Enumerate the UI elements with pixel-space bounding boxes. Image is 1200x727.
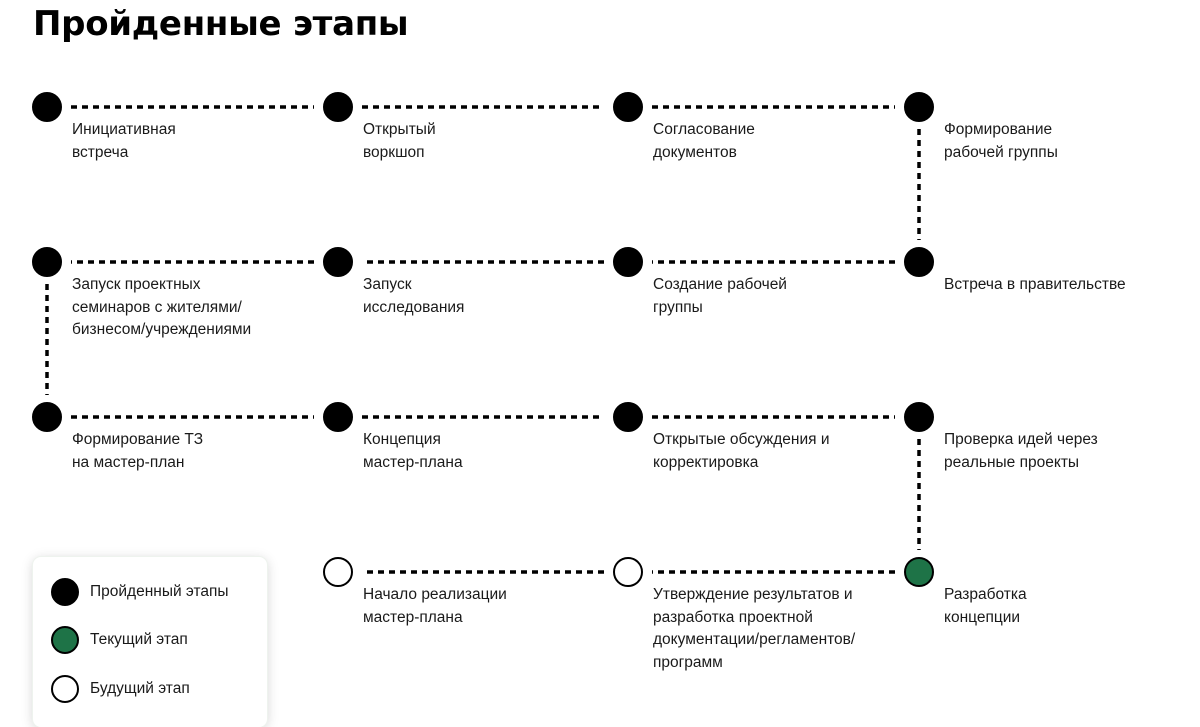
stage-node-done (323, 247, 353, 277)
stage-node-done (323, 92, 353, 122)
stage-label: Начало реализации мастер-плана (363, 586, 507, 626)
stage-label: Открытые обсуждения и корректировка (653, 431, 830, 471)
stage-node-done (904, 402, 934, 432)
legend: Пройденный этапы Текущий этап Будущий эт… (33, 557, 267, 727)
stage-node-done (904, 92, 934, 122)
stage-node-done (613, 92, 643, 122)
page-title: Пройденные этапы (33, 4, 409, 44)
legend-done-label: Пройденный этапы (90, 583, 229, 600)
stage-node-future (323, 557, 353, 587)
legend-current-marker (51, 626, 79, 654)
legend-future-marker (51, 675, 79, 703)
stage-node-done (613, 247, 643, 277)
stages-diagram (32, 92, 934, 587)
stage-label: Инициативная встреча (72, 121, 176, 161)
stage-label: Согласование документов (653, 121, 755, 161)
stage-label: Создание рабочей группы (653, 276, 787, 316)
stage-node-done (904, 247, 934, 277)
stage-label: Концепция мастер-плана (363, 431, 463, 471)
stage-label: Открытый воркшоп (363, 121, 436, 161)
legend-done-marker (51, 578, 79, 606)
stage-node-done (32, 402, 62, 432)
stage-label: Запуск проектных семинаров с жителями/ б… (72, 276, 252, 338)
stage-node-done (32, 92, 62, 122)
stage-node-done (613, 402, 643, 432)
stage-label: Формирование ТЗ на мастер-план (72, 431, 204, 471)
stage-node-current (904, 557, 934, 587)
stage-label: Встреча в правительстве (944, 276, 1126, 293)
legend-item-current: Текущий этап (51, 625, 188, 655)
stage-label: Утверждение результатов и разработка про… (653, 586, 856, 671)
stage-node-future (613, 557, 643, 587)
stage-label: Формирование рабочей группы (944, 121, 1058, 161)
legend-current-label: Текущий этап (90, 631, 188, 648)
stage-label: Проверка идей через реальные проекты (944, 431, 1098, 471)
stage-node-done (323, 402, 353, 432)
stage-label: Разработка концепции (944, 586, 1027, 626)
stage-label: Запуск исследования (363, 276, 465, 316)
stage-node-done (32, 247, 62, 277)
legend-future-label: Будущий этап (90, 680, 190, 697)
legend-item-future: Будущий этап (51, 674, 190, 704)
legend-item-done: Пройденный этапы (51, 577, 229, 607)
